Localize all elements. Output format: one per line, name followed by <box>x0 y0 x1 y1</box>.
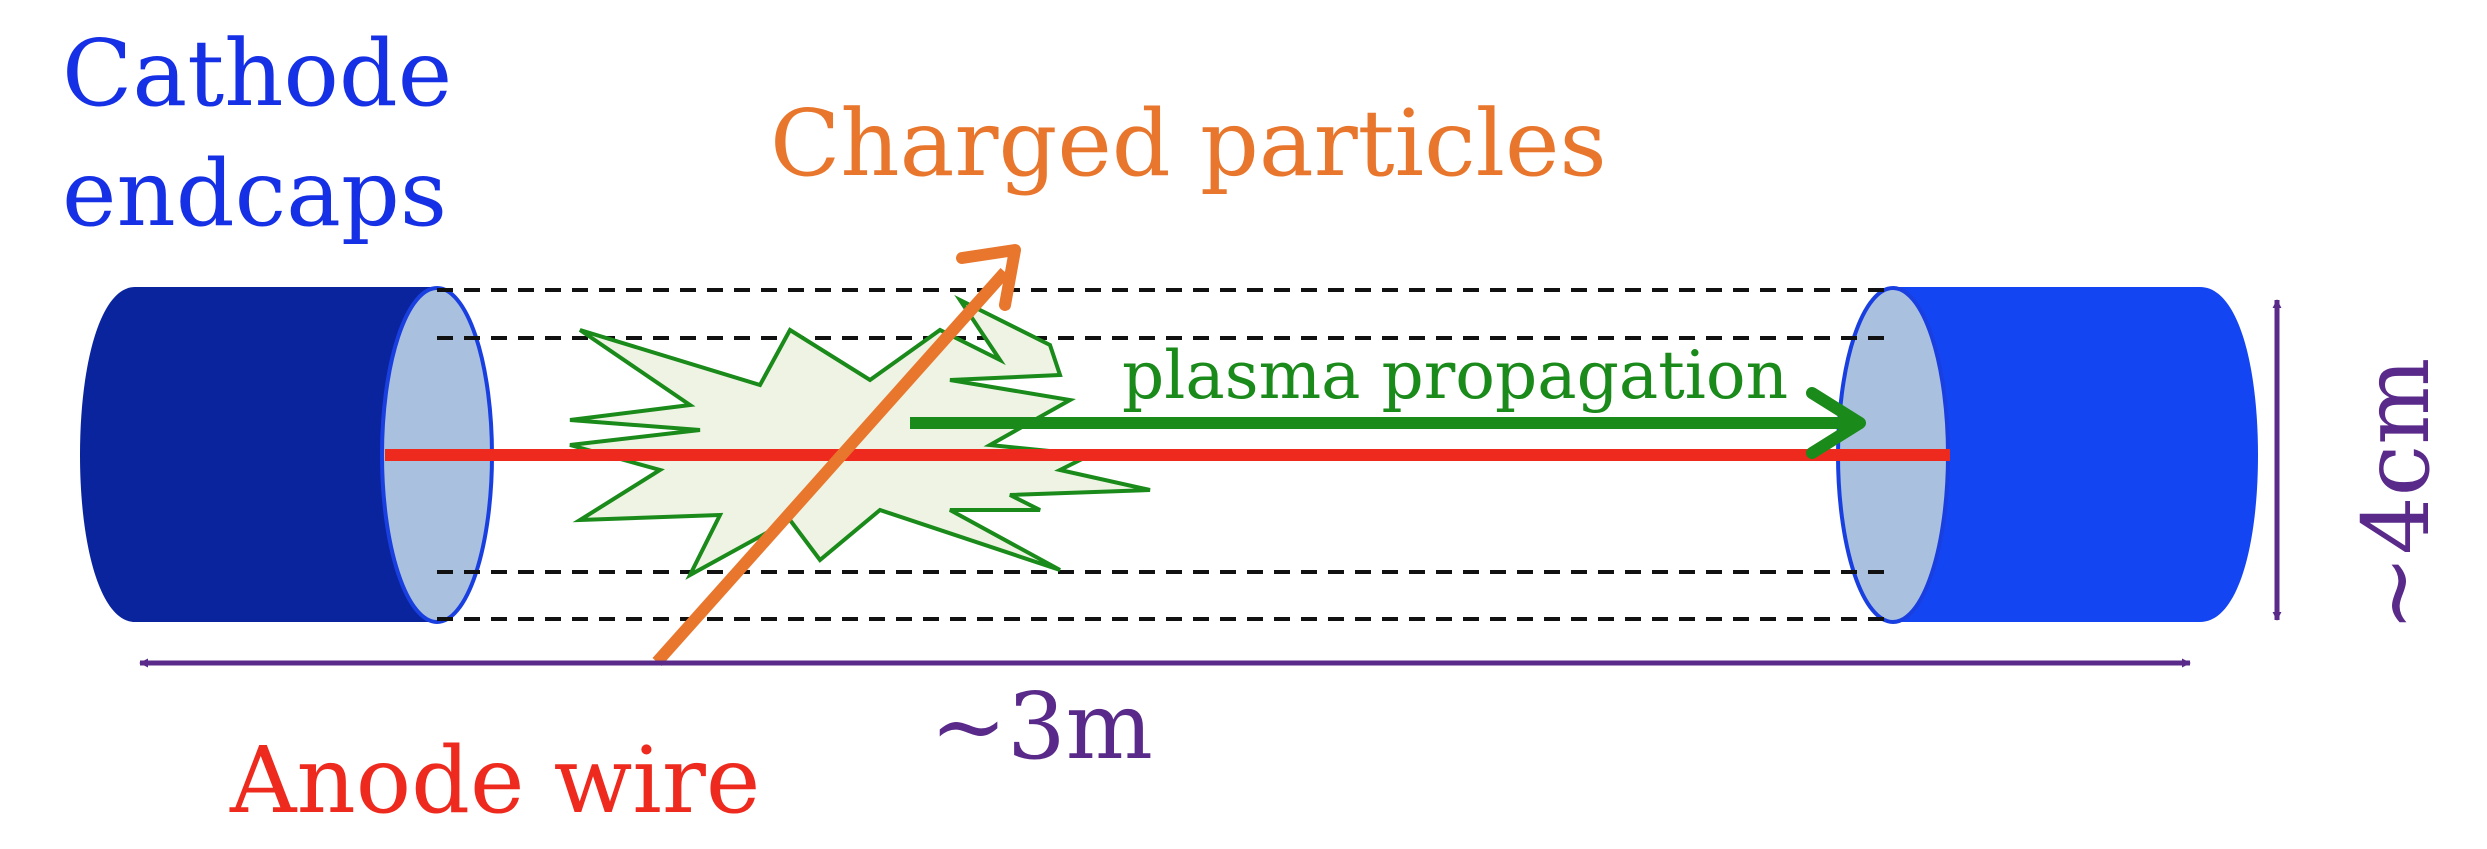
charged-particles-label: Charged particles <box>770 90 1607 197</box>
cathode-label-line2: endcaps <box>62 140 447 247</box>
length-label: ~3m <box>930 673 1153 780</box>
plasma-propagation-label: plasma propagation <box>1122 337 1788 414</box>
diameter-label: ~4cm <box>2343 358 2450 632</box>
cathode-label-line1: Cathode <box>62 20 452 127</box>
anode-wire-label: Anode wire <box>229 727 760 834</box>
plasma-propagation-arrow <box>910 387 1866 459</box>
charged-particle-arrow <box>652 244 1021 666</box>
